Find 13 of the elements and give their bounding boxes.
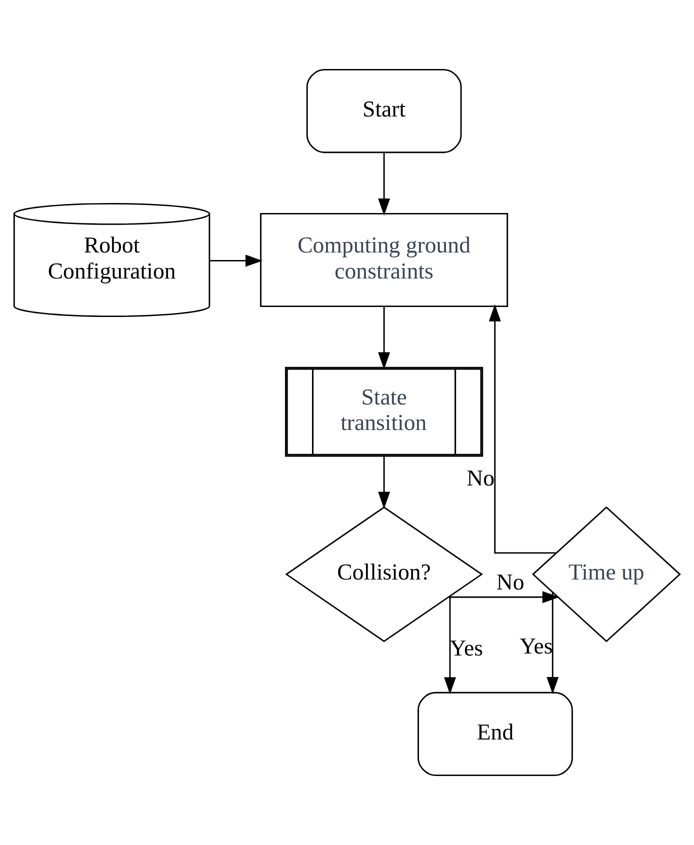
- arrow: [546, 592, 559, 694]
- arrow: [210, 254, 263, 267]
- arrow: [378, 152, 390, 216]
- arrow: [378, 306, 390, 370]
- node-box: End: [418, 692, 573, 776]
- arrow: [444, 596, 456, 694]
- node-box: Computing ground constraints: [260, 212, 508, 308]
- arrow: [378, 456, 390, 509]
- arrow: [448, 591, 560, 604]
- node-box: Start: [306, 68, 462, 154]
- edge-label: No: [496, 570, 524, 595]
- arrow: [488, 304, 556, 554]
- edge-label: No: [466, 466, 495, 491]
